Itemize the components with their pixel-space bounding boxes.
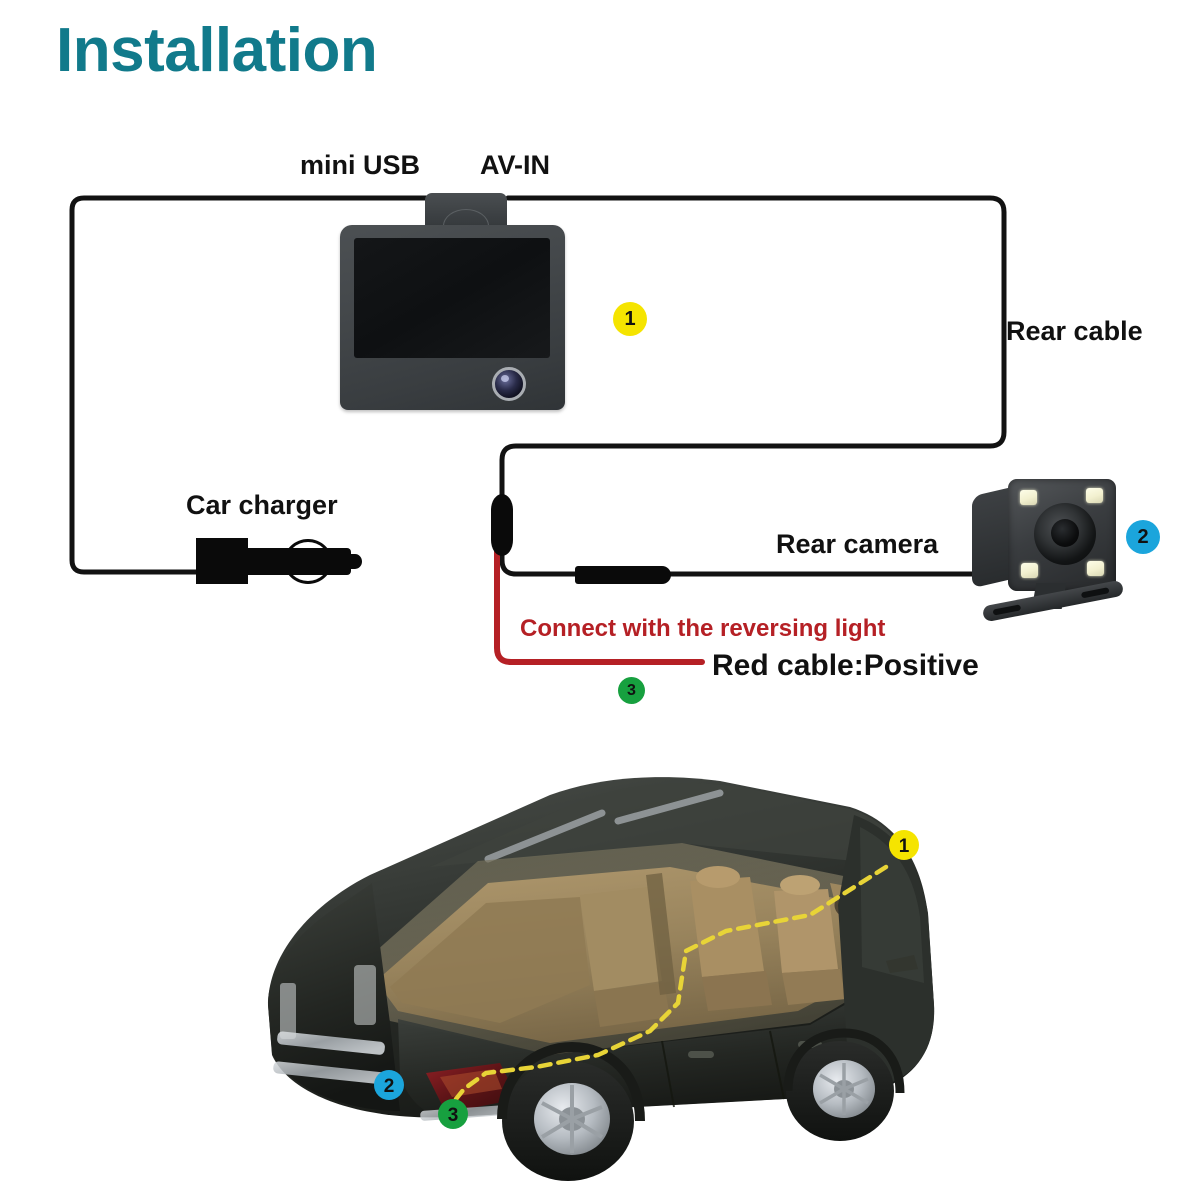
- rear-bumper-trim-lower: [273, 1061, 385, 1085]
- rear-wheel-arch: [497, 1041, 645, 1122]
- rear-spokes: [540, 1085, 604, 1153]
- dashcam-screen: [354, 238, 550, 358]
- roof-rail-front: [614, 789, 724, 825]
- red-positive-cable: [494, 549, 705, 665]
- door-seam-front: [769, 1030, 785, 1100]
- bracket-slot-right: [1080, 587, 1110, 599]
- av-in-label: AV-IN: [480, 150, 551, 180]
- car-roof: [430, 783, 912, 867]
- charger-usb-body: [196, 538, 248, 584]
- led-bottom-left-icon: [1021, 563, 1038, 578]
- rear-camera-label: Rear camera: [776, 529, 939, 559]
- car-badge-3-text: 3: [448, 1105, 459, 1126]
- car-badge-2-text: 2: [384, 1076, 395, 1097]
- car-cutaway-illustration: 1 2 3: [250, 755, 950, 1195]
- charger-contact-ring: [284, 539, 332, 584]
- rear-camera-cable: [499, 549, 1009, 577]
- rear-camera-lens: [1034, 503, 1096, 565]
- cable-splitter: [491, 494, 513, 556]
- front-wheel-arch: [783, 1028, 905, 1094]
- badge-3-red-cable[interactable]: 3: [618, 677, 645, 704]
- door-handle-rear: [688, 1051, 714, 1058]
- cargo-area: [390, 897, 590, 1023]
- led-top-left-icon: [1020, 490, 1037, 505]
- cable-barrel-connector: [575, 566, 671, 584]
- car-charger[interactable]: [196, 532, 366, 590]
- headrest-right: [780, 875, 820, 895]
- mini-usb-cable: [69, 195, 435, 575]
- rear-light-strip: [280, 983, 296, 1039]
- page-title: Installation: [56, 16, 378, 85]
- reversing-light-note: Connect with the reversing light: [520, 615, 886, 642]
- red-cable-positive-label: Red cable:Positive: [712, 649, 979, 682]
- wiring-diagram: [69, 195, 1009, 665]
- car-badge-1-text: 1: [899, 836, 910, 857]
- front-seat-rear-left: [690, 877, 764, 977]
- rear-seat-back: [580, 887, 662, 991]
- roof-rail-rear: [484, 809, 606, 863]
- dashcam-body: [340, 225, 565, 410]
- rear-seat-base: [594, 983, 670, 1027]
- charger-tip: [348, 554, 362, 569]
- front-seat-base-left: [702, 971, 772, 1011]
- badge-2-rear-camera[interactable]: 2: [1126, 520, 1160, 554]
- car-badge-1: 1: [889, 830, 919, 860]
- tailgate-panel: [268, 883, 400, 1111]
- rear-cable-label: Rear cable: [1006, 316, 1143, 346]
- rear-cable-line: [499, 195, 1007, 503]
- b-pillar-interior: [646, 873, 676, 995]
- rear-window-strip: [354, 965, 376, 1025]
- interior-camera-lens: [492, 367, 526, 401]
- car-charger-label: Car charger: [186, 490, 338, 520]
- mini-usb-label: mini USB: [300, 150, 421, 180]
- led-bottom-right-icon: [1087, 561, 1104, 576]
- door-seam-rear: [661, 1040, 675, 1108]
- cable-route-dashed: [453, 864, 889, 1102]
- car-badge-3: 3: [438, 1099, 468, 1129]
- side-mirror: [886, 955, 918, 973]
- headrest-left: [696, 866, 740, 888]
- badge-1-dashcam[interactable]: 1: [613, 302, 647, 336]
- led-top-right-icon: [1086, 488, 1103, 503]
- rear-camera-face: [1008, 479, 1116, 591]
- car-svg: 1 2 3: [268, 777, 935, 1181]
- dash-camera-monitor[interactable]: [340, 193, 565, 415]
- front-seat-base-right: [782, 969, 846, 1005]
- rear-camera[interactable]: [972, 465, 1142, 630]
- car-badge-2: 2: [374, 1070, 404, 1100]
- front-spokes: [819, 1063, 869, 1115]
- hood-highlight: [860, 827, 924, 983]
- bracket-slot-left: [992, 604, 1022, 616]
- rear-bumper-trim-upper: [277, 1031, 385, 1055]
